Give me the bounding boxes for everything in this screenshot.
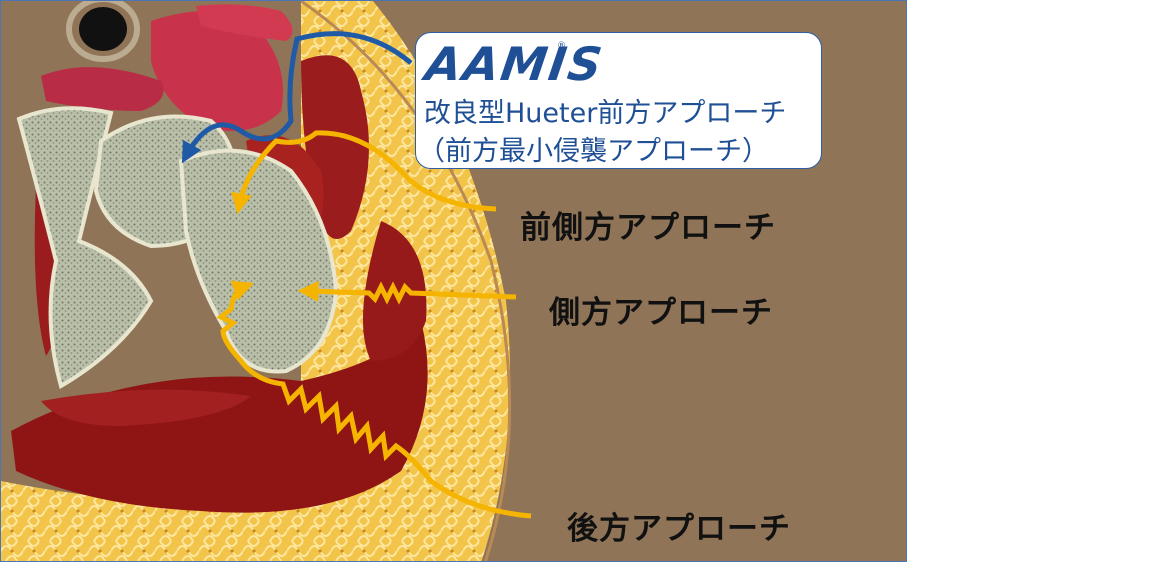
rectum	[79, 7, 127, 51]
gluteal-muscle	[11, 321, 428, 513]
aamis-callout-box: AAMIS ® 改良型Hueter前方アプローチ （前方最小侵襲アプローチ）	[415, 32, 822, 169]
pink-muscle-top	[151, 11, 283, 131]
pink-muscle-left	[41, 67, 164, 111]
anterolateral-approach-label: 前側方アプローチ	[520, 210, 776, 246]
aamis-approach-arrow	[181, 31, 413, 164]
pelvic-bone	[16, 106, 154, 390]
rectum-wall	[66, 1, 140, 62]
aamis-title: 改良型Hueter前方アプローチ	[424, 98, 787, 129]
pink-muscle-small	[196, 4, 293, 42]
aamis-logo: AAMIS	[422, 37, 608, 91]
registered-mark: ®	[557, 41, 566, 51]
aamis-subtitle: （前方最小侵襲アプローチ）	[418, 136, 769, 167]
lateral-approach-label: 側方アプローチ	[549, 295, 773, 331]
lateral-approach-arrow	[297, 280, 517, 305]
quadratus-muscle	[41, 389, 251, 426]
anterolateral-approach-arrow	[231, 130, 497, 215]
posterior-approach-arrow	[216, 280, 532, 519]
posterior-approach-label: 後方アプローチ	[567, 511, 791, 547]
diagram-frame: AAMIS ® 改良型Hueter前方アプローチ （前方最小侵襲アプローチ） 前…	[0, 0, 907, 562]
skin-outline	[300, 1, 512, 561]
